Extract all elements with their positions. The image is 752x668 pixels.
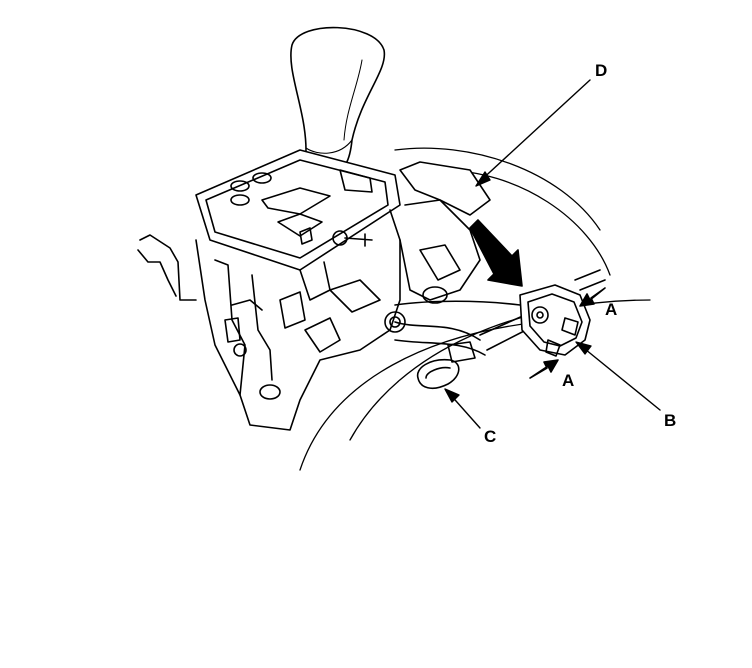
removal-arrow — [469, 219, 523, 287]
callout-c: C — [484, 427, 497, 446]
leader-lines — [444, 79, 661, 429]
callout-d: D — [595, 61, 608, 80]
cable-clip-b — [519, 269, 606, 357]
squeeze-arrows-a — [529, 287, 606, 379]
leader-line-b — [579, 344, 661, 411]
shift-lever-housing — [137, 209, 406, 431]
shift-gate-bezel — [195, 149, 401, 271]
callout-a-lower: A — [562, 371, 575, 390]
lever-bracket-d — [399, 161, 491, 304]
leader-line-d — [477, 79, 591, 184]
shift-cable-c — [394, 300, 531, 390]
callout-a-upper: A — [605, 300, 618, 319]
callout-b: B — [664, 411, 677, 430]
